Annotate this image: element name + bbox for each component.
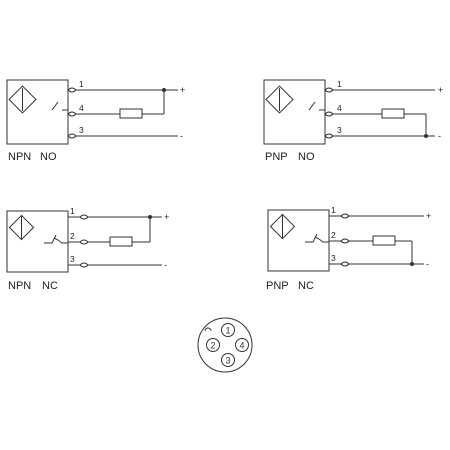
output-type-label: PNP	[266, 280, 289, 292]
diagram-pnp-no: 1 4 3 + - PNP NO	[263, 79, 443, 163]
pin-label-1: 1	[79, 79, 84, 89]
connector-terminal-4	[324, 111, 334, 117]
switch-no-icon	[51, 101, 68, 111]
connector-terminal-4	[67, 111, 77, 117]
diagram-npn-no: 1 4 3 + - NPN NO	[6, 79, 185, 163]
connector-terminal-2	[79, 239, 89, 245]
switch-nc-icon	[305, 233, 329, 243]
pin-label-3: 3	[337, 125, 342, 135]
junction-dot	[148, 215, 152, 219]
contact-type-label: NO	[40, 151, 57, 163]
minus-sign: -	[164, 260, 167, 270]
pin-label-4: 4	[337, 103, 342, 113]
switch-no-icon	[308, 101, 325, 111]
connector-terminal-3	[79, 262, 89, 268]
connector-pin-label-4: 4	[239, 341, 244, 351]
plus-sign: +	[164, 212, 169, 222]
sensor-symbol-icon	[8, 214, 35, 241]
connector-terminal-1	[324, 87, 334, 93]
plus-sign: +	[426, 211, 431, 221]
pin-label-4: 4	[79, 103, 84, 113]
connector-pinout: 1 2 4 3	[197, 317, 253, 373]
pin-label-1: 1	[337, 79, 342, 89]
switch-nc-icon	[44, 234, 68, 244]
connector-pin-2: 2	[206, 338, 220, 352]
contact-type-label: NO	[298, 151, 315, 163]
connector-pin-1: 1	[221, 323, 235, 337]
output-type-label: NPN	[8, 151, 31, 163]
connector-terminal-3	[324, 133, 334, 139]
connector-pin-label-2: 2	[210, 341, 215, 351]
plus-sign: +	[180, 85, 185, 95]
minus-sign: -	[426, 259, 429, 269]
sensor-symbol-icon	[265, 85, 294, 114]
pin-label-3: 3	[331, 253, 336, 263]
contact-type-label: NC	[298, 280, 314, 292]
plus-sign: +	[438, 85, 443, 95]
sensor-body	[267, 209, 330, 272]
sensor-body	[6, 79, 69, 145]
sensor-body	[263, 79, 326, 145]
connector-pin-4: 4	[235, 338, 249, 352]
connector-terminal-3	[67, 133, 77, 139]
pin-label-3: 3	[70, 254, 75, 264]
connector-terminal-1	[67, 87, 77, 93]
output-type-label: PNP	[265, 151, 288, 163]
pin-label-1: 1	[331, 205, 336, 215]
connector-pin-label-3: 3	[225, 356, 230, 366]
pin-label-2: 2	[331, 230, 336, 240]
minus-sign: -	[438, 131, 441, 141]
connector-pin-3: 3	[221, 353, 235, 367]
pin-label-3: 3	[79, 125, 84, 135]
load-resistor	[372, 235, 396, 246]
connector-key-notch	[204, 327, 212, 332]
connector-terminal-1	[340, 213, 350, 219]
output-type-label: NPN	[8, 280, 31, 292]
pin-label-1: 1	[70, 206, 75, 216]
connector-terminal-1	[79, 214, 89, 220]
sensor-symbol-icon	[8, 85, 37, 114]
minus-sign: -	[180, 131, 183, 141]
junction-dot	[162, 88, 166, 92]
load-resistor	[119, 108, 143, 119]
pin-label-2: 2	[70, 231, 75, 241]
sensor-body	[6, 210, 69, 273]
diagram-pnp-nc: 1 2 3 + - PNP NC	[266, 205, 431, 292]
connector-pin-label-1: 1	[225, 326, 230, 336]
load-resistor	[381, 108, 405, 119]
contact-type-label: NC	[42, 280, 58, 292]
connector-terminal-3	[340, 261, 350, 267]
sensor-symbol-icon	[269, 213, 296, 240]
diagram-npn-nc: 1 2 3 + - NPN NC	[6, 206, 169, 292]
connector-terminal-2	[340, 238, 350, 244]
load-resistor	[109, 236, 133, 247]
connector-outline	[197, 317, 253, 373]
